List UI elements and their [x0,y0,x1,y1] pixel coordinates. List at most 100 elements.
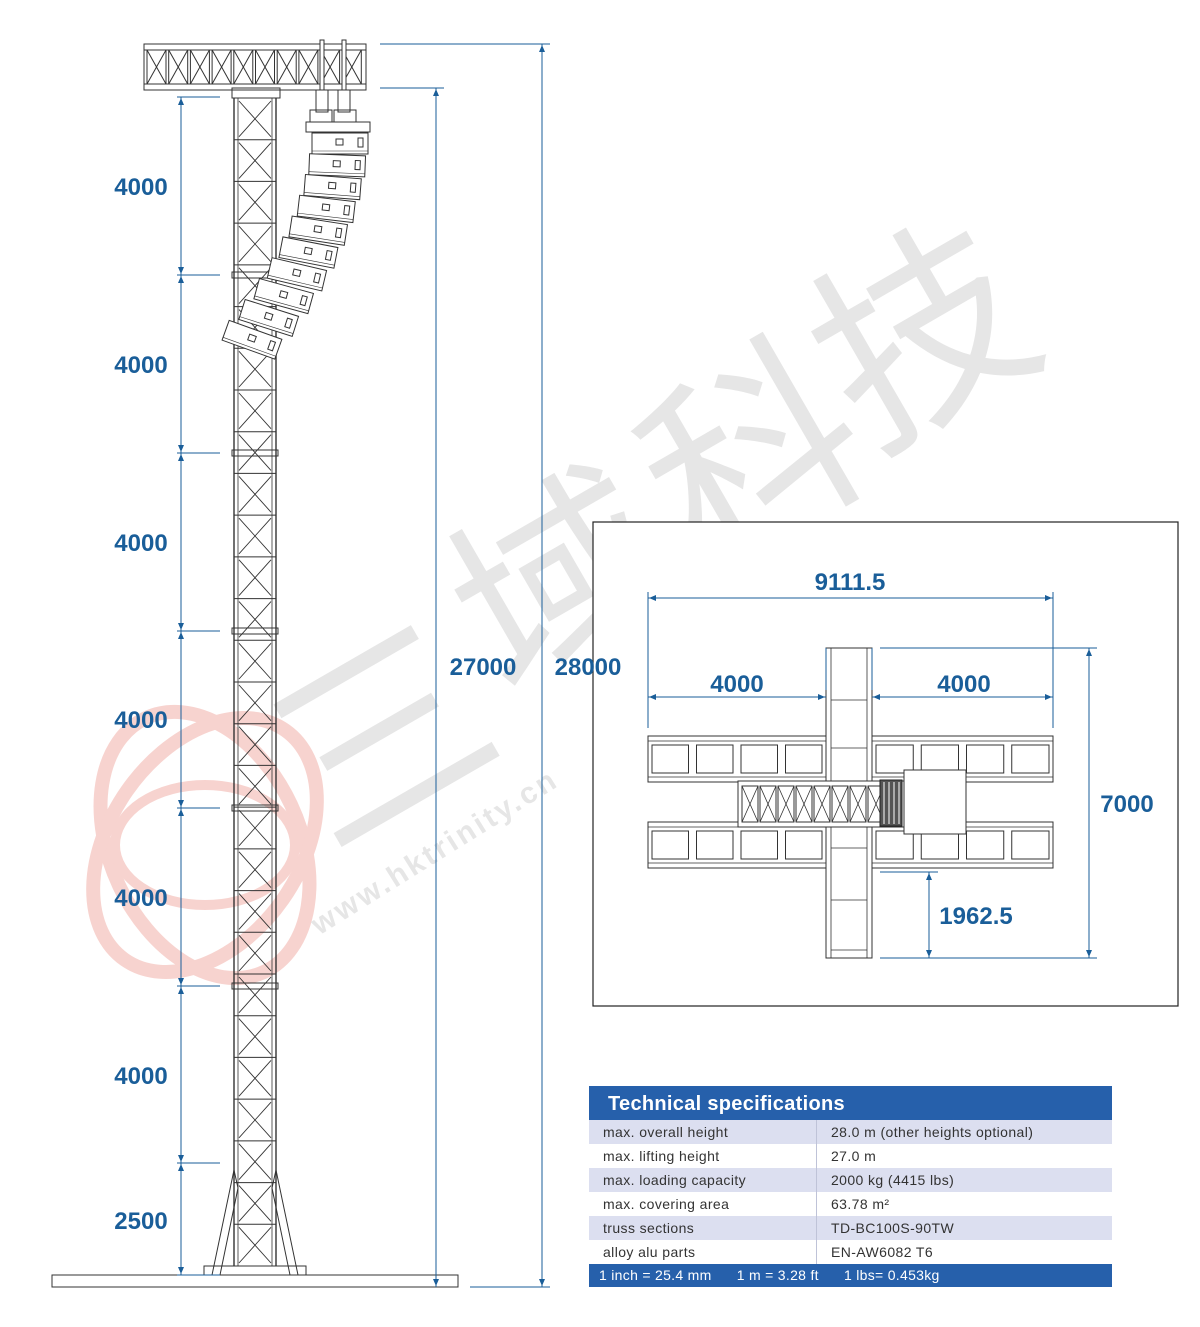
cabinet-pin [349,182,357,193]
outrigger-bay [966,744,1005,774]
truss-brace [777,785,795,823]
cabinet-body [296,194,356,224]
segment-arrow [178,276,184,283]
truss-brace [849,785,867,823]
cabinet-line [222,337,276,357]
section-joint [231,804,279,812]
spec-value: 63.78 m² [831,1196,890,1212]
mast-brace [238,559,272,596]
segment-arrow [178,632,184,639]
segment-arrow [178,445,184,452]
cabinet-line [267,274,323,289]
outrigger-bay [875,830,914,860]
mast-brace [238,851,272,888]
spec-value: 28.0 m (other heights optional) [831,1124,1034,1140]
segment-arrow [178,623,184,630]
header-brace [276,49,297,85]
segment-arrow [178,1267,184,1274]
cabinet-pin [313,272,322,284]
hoist-clamp [315,89,329,113]
header-bay [189,49,210,85]
cabinet-pin [334,227,343,239]
cabinet-handle [247,333,257,343]
plan-arrow [873,694,880,700]
header-bay [168,49,189,85]
outrigger-bay [740,830,778,860]
cabinet-body [253,277,315,315]
plan-view [592,521,1179,1007]
segment-arrow [178,978,184,985]
segment-arrow [178,454,184,461]
mast-brace [238,1143,272,1180]
cabinet-body [288,215,349,246]
outrigger-bay [696,830,734,860]
header-brace [168,49,189,85]
segment-label-1: 4000 [114,174,167,201]
cabinet-handle [332,160,341,168]
spec-value: EN-AW6082 T6 [831,1244,934,1260]
mast-brace [238,1101,272,1139]
plan-depth-label: 7000 [1100,791,1153,818]
mast-brace [238,809,272,847]
truss-bay [831,785,849,823]
plan-arrow [1045,694,1052,700]
overall-height-label: 28000 [555,654,622,681]
base-block [203,1265,307,1276]
mast-brace [238,392,272,430]
plan-width-label: 9111.5 [815,569,886,596]
truss-brace [795,785,813,823]
cabinet-handle [292,268,302,278]
spec-value: TD-BC100S-90TW [831,1220,955,1236]
segment-label-3: 4000 [114,530,167,557]
truss-brace [741,785,759,823]
truss-bay [759,785,777,823]
outrigger-bay [875,744,914,774]
header-brace [211,49,232,85]
outrigger-bay [651,744,689,774]
mast-brace [238,476,272,513]
technical-specifications-table: Technical specifications max. overall he… [589,1086,1112,1287]
speaker-cabinet [311,132,369,155]
plan-arrow [1086,649,1092,656]
outrigger-bay [1011,830,1050,860]
header-bay [211,49,232,85]
segment-arrow [178,987,184,994]
hoist-post [341,39,347,91]
logo-icon [86,704,324,986]
cabinet-line [279,254,335,266]
hoist-post [319,39,325,91]
speaker-cabinet [288,215,349,246]
mast-brace [238,1185,272,1222]
conversion-inch: 1 inch = 25.4 mm [599,1267,712,1283]
plan-arrow [926,950,932,957]
segment-arrow [178,267,184,274]
cabinet-pin [267,340,277,352]
plan-frame [592,521,1179,1007]
cabinet-body [311,132,369,155]
cabinet-handle [327,181,337,190]
cabinet-body [266,257,328,292]
line-array-speaker [221,109,371,360]
header-brace [189,49,210,85]
segment-label-7: 2500 [114,1208,167,1235]
header-brace [146,49,167,85]
plan-left-label: 4000 [710,671,763,698]
segment-label-5: 4000 [114,885,167,912]
outrigger-truss [647,821,827,869]
logo-ring [93,704,317,986]
cabinet-pin [343,204,351,216]
cabinet-line [239,316,294,334]
cabinet-body [238,298,300,338]
mast-brace [238,142,272,179]
segment-arrow [178,809,184,816]
cabinet-pin [354,159,361,171]
outrigger-bay [740,744,778,774]
conversion-lbs: 1 lbs= 0.453kg [843,1267,940,1283]
plan-arrow [926,873,932,880]
cabinet-body [278,236,339,269]
segment-label-4: 4000 [114,707,167,734]
segment-label-2: 4000 [114,352,167,379]
segment-arrow [178,98,184,105]
logo-ring [110,780,300,910]
spec-row: truss sections TD-BC100S-90TW [589,1216,1112,1240]
